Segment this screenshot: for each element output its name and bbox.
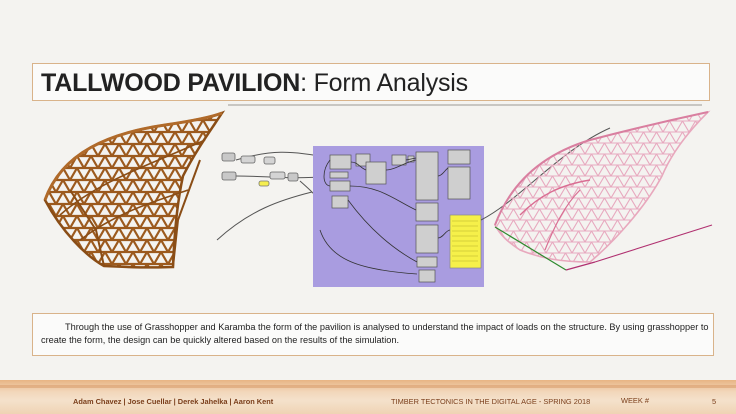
footer-band <box>0 380 736 414</box>
structural-analysis-model <box>494 110 713 271</box>
slide-title: TALLWOOD PAVILION: Form Analysis <box>41 69 468 98</box>
title-bold: TALLWOOD PAVILION <box>41 69 301 97</box>
footer-page-number: 5 <box>712 397 717 406</box>
title-box: TALLWOOD PAVILION: Form Analysis <box>32 63 710 101</box>
footer-week: WEEK # <box>621 396 649 405</box>
title-underline <box>228 104 702 106</box>
footer-course: TIMBER TECTONICS IN THE DIGITAL AGE - SP… <box>391 397 591 406</box>
grasshopper-definition-canvas <box>313 146 484 287</box>
caption-box: Through the use of Grasshopper and Karam… <box>32 313 714 356</box>
footer-stripe <box>0 385 736 388</box>
title-rest: : Form Analysis <box>300 69 468 97</box>
footer-authors: Adam Chavez | Jose Cuellar | Derek Jahel… <box>73 397 274 406</box>
timber-pavilion-model <box>43 110 226 269</box>
caption-text: Through the use of Grasshopper and Karam… <box>41 322 709 345</box>
input-nodes <box>221 152 329 205</box>
